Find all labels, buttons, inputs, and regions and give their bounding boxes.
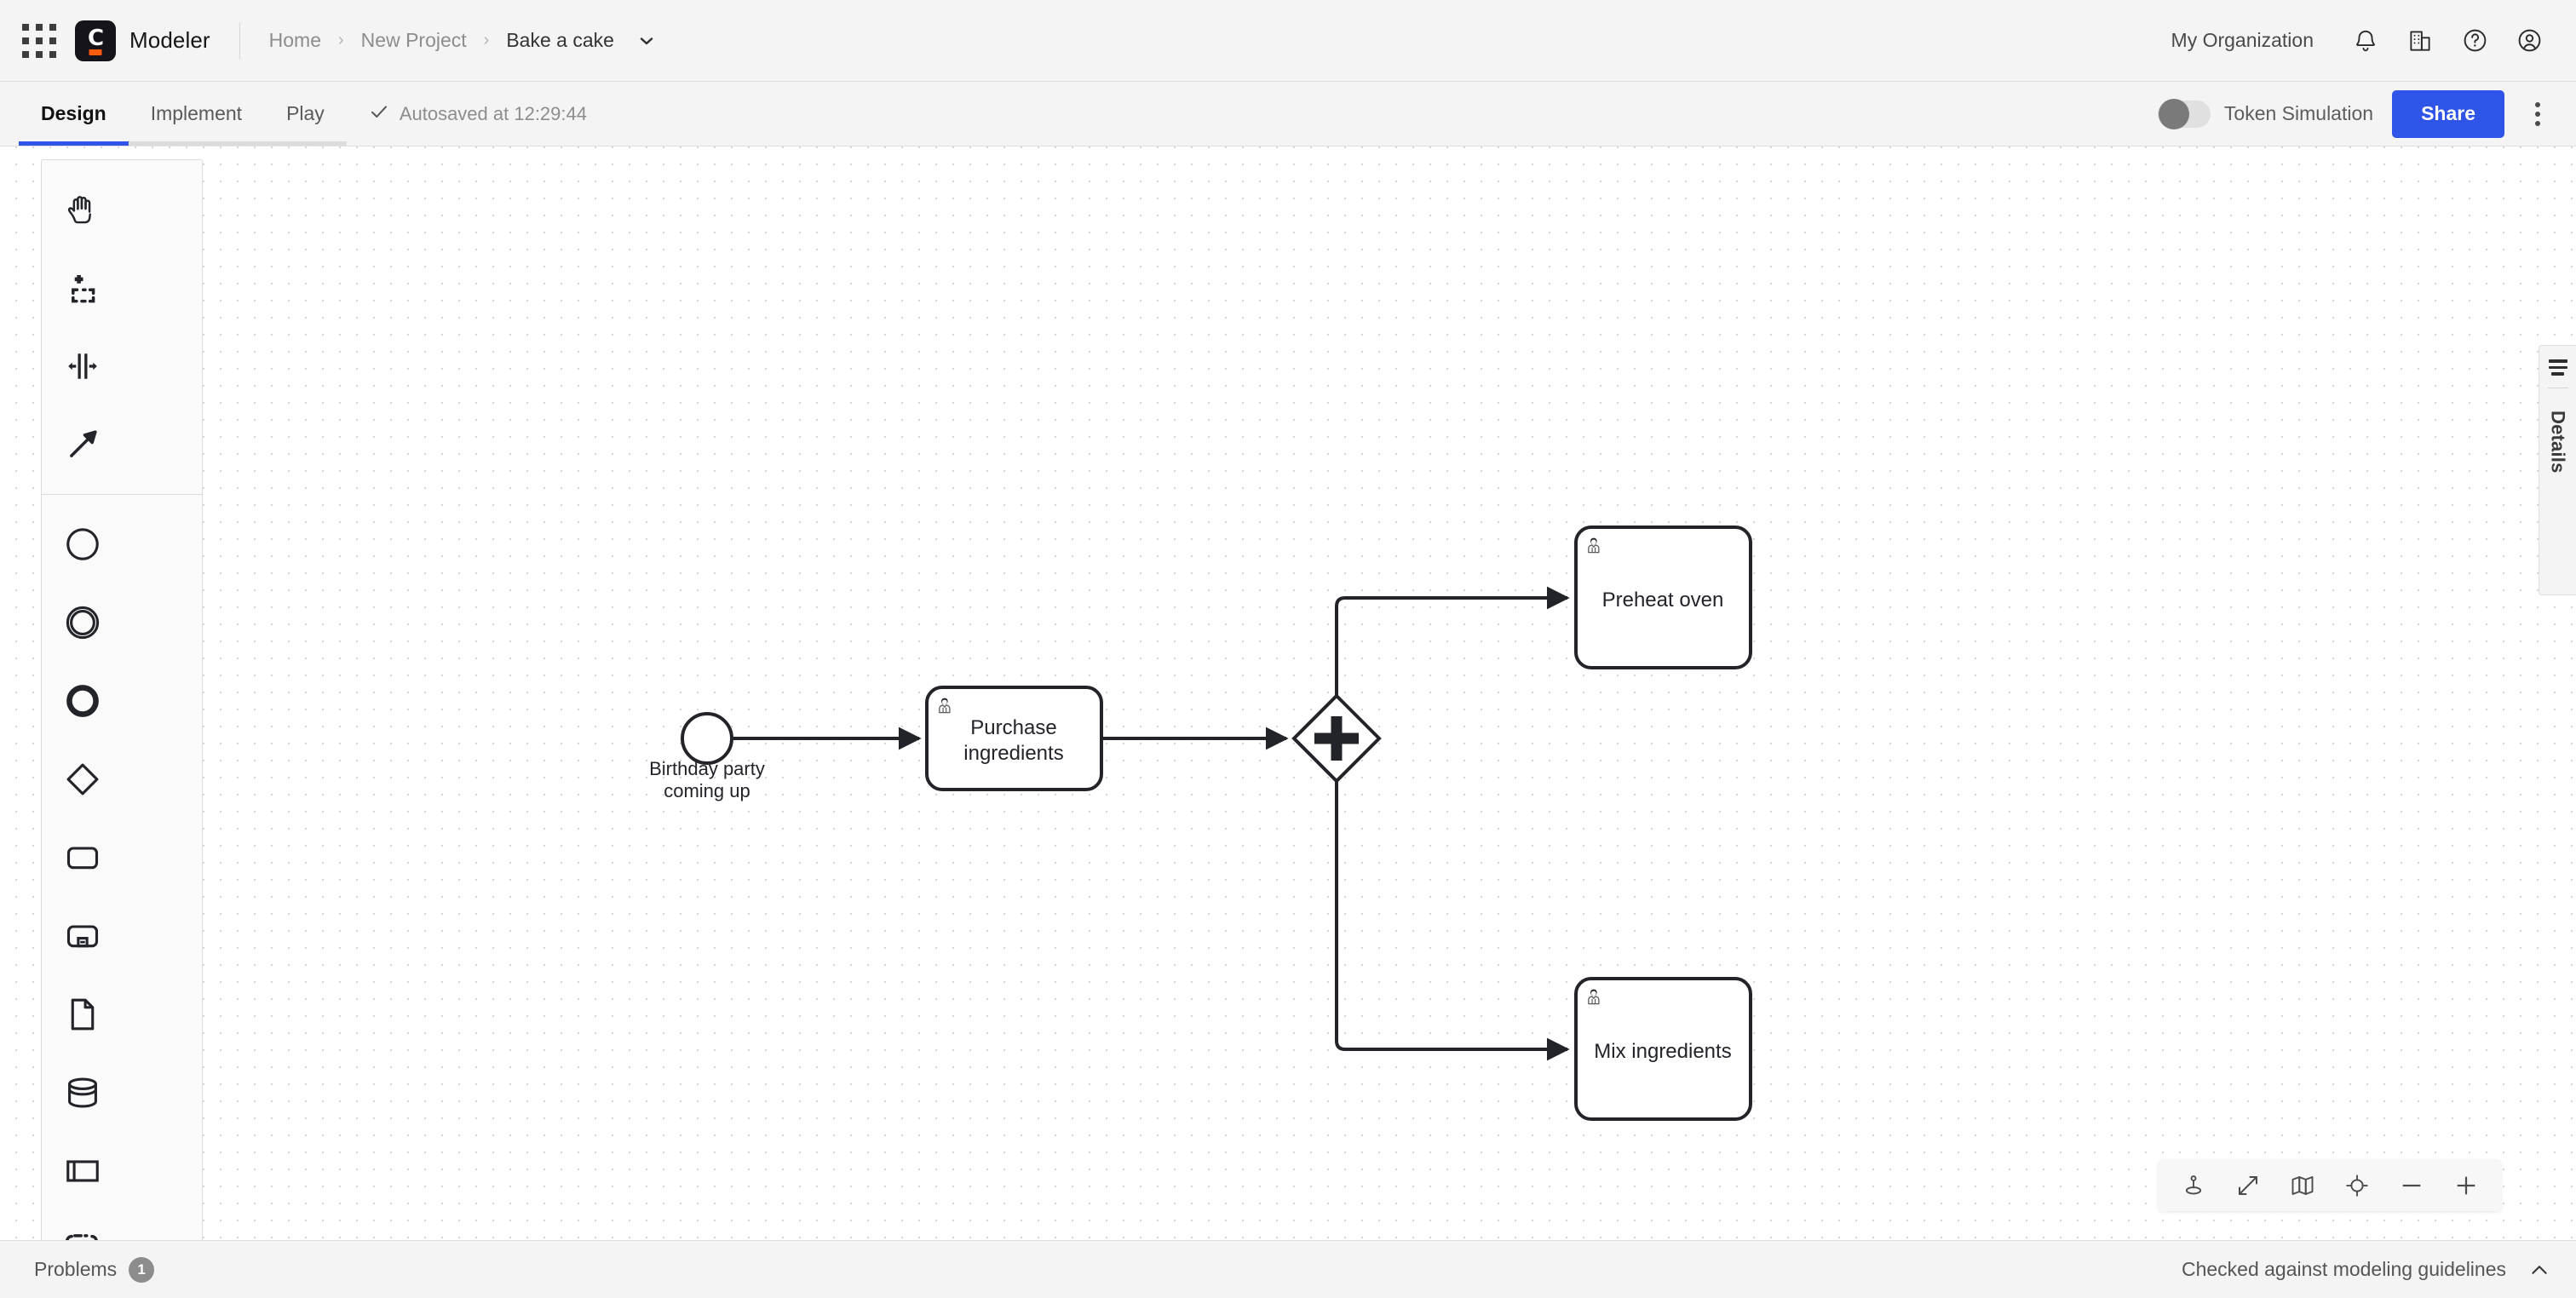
chevron-down-icon[interactable] [638,32,655,49]
bpmn-start-event[interactable]: Birthday party coming up [649,712,765,801]
task-icon[interactable] [42,818,123,897]
hand-tool-icon[interactable] [42,170,123,249]
camunda-logo-icon: C [75,20,116,61]
start-event-label-line1: Birthday party [649,758,765,779]
breadcrumb: Home › New Project › Bake a cake [269,29,655,52]
participant-icon[interactable] [42,1132,123,1210]
editor-tab-bar-actions: Token Simulation Share [2157,89,2552,138]
lasso-tool-icon[interactable] [42,249,123,327]
breadcrumb-item-diagram[interactable]: Bake a cake [506,29,614,51]
sequence-flow-gateway-to-preheat[interactable] [1335,586,1570,704]
check-icon [369,101,389,127]
task-purchase-label-line1: Purchase [970,716,1056,739]
problems-count-badge: 1 [129,1256,155,1283]
breadcrumb-separator: › [483,31,490,49]
logo-letter: C [87,25,104,51]
token-simulation-toggle[interactable] [2157,98,2211,129]
diagram-canvas[interactable]: Birthday party coming up Purchase ingred… [0,146,2576,1240]
subprocess-icon[interactable] [42,897,123,975]
reset-zoom-icon[interactable] [2334,1165,2380,1206]
details-panel-toggle[interactable]: Details [2539,345,2576,595]
tab-implement[interactable]: Implement [128,82,265,146]
tab-active-indicator [19,141,129,146]
user-task-icon [939,698,951,714]
chevron-up-icon[interactable] [2528,1259,2550,1281]
start-event-label-line2: coming up [664,780,750,801]
panel-toggle-icon [2548,359,2567,376]
editor-tabs: Design Implement Play [0,82,347,146]
guidelines-status-text: Checked against modeling guidelines [2181,1258,2506,1280]
brand[interactable]: C Modeler [75,20,210,61]
user-task-icon [1588,989,1600,1005]
bpmn-parallel-gateway[interactable] [1291,693,1382,784]
space-tool-icon[interactable] [42,327,123,405]
intermediate-event-icon[interactable] [42,583,123,662]
palette-group-elements [42,505,202,1240]
zoom-out-icon[interactable] [2389,1165,2435,1206]
problems-button[interactable]: Problems 1 [34,1256,155,1283]
problems-label: Problems [34,1258,118,1280]
bpmn-user-task-purchase-ingredients[interactable]: Purchase ingredients [925,686,1103,791]
notifications-bell-icon[interactable] [2343,18,2389,64]
tab-play[interactable]: Play [264,82,347,146]
tab-play-label: Play [286,102,325,124]
user-task-icon [1588,537,1600,554]
editor-tab-bar: Design Implement Play Autosaved at 12:29… [0,82,2576,146]
end-event-icon[interactable] [42,662,123,740]
tab-design[interactable]: Design [19,82,129,146]
toggle-knob [2158,98,2189,129]
tab-inactive-indicator [264,141,347,146]
task-purchase-label-line2: ingredients [963,742,1063,765]
organization-name[interactable]: My Organization [2171,29,2314,51]
brand-name: Modeler [129,27,210,53]
top-bar-actions: My Organization [2171,18,2552,64]
tab-inactive-indicator [128,141,265,146]
minimap-icon[interactable] [2280,1165,2326,1206]
bpmn-diagram[interactable]: Birthday party coming up Purchase ingred… [0,146,2576,1240]
help-question-icon[interactable] [2452,18,2498,64]
tab-implement-label: Implement [150,102,243,124]
logo-accent-bar [89,49,102,55]
breadcrumb-item-project[interactable]: New Project [360,29,467,51]
group-icon[interactable] [42,1210,123,1240]
organization-building-icon[interactable] [2397,18,2443,64]
share-button[interactable]: Share [2392,89,2504,138]
start-event-icon[interactable] [42,505,123,583]
data-object-icon[interactable] [42,975,123,1054]
status-bar: Problems 1 Checked against modeling guid… [0,1240,2576,1298]
bpmn-user-task-mix-ingredients[interactable]: Mix ingredients [1574,977,1752,1121]
header-divider [239,21,240,60]
user-account-icon[interactable] [2506,18,2552,64]
sequence-flow-gateway-to-mix[interactable] [1335,773,1570,1061]
token-simulation-label: Token Simulation [2223,102,2374,124]
status-bar-right: Checked against modeling guidelines [2182,1258,2550,1281]
gateway-icon[interactable] [42,740,123,818]
autosave-status: Autosaved at 12:29:44 [369,101,587,127]
tab-design-label: Design [41,102,106,124]
top-navigation-bar: C Modeler Home › New Project › Bake a ca… [0,0,2576,82]
kebab-menu-icon[interactable] [2523,94,2552,135]
autosave-text: Autosaved at 12:29:44 [399,102,587,124]
bpmn-user-task-preheat-oven[interactable]: Preheat oven [1574,526,1752,669]
breadcrumb-item-home[interactable]: Home [268,29,321,51]
details-panel-label: Details [2547,410,2569,474]
data-store-icon[interactable] [42,1054,123,1132]
palette-group-tools [42,170,202,495]
canvas-dot-grid [0,146,2576,1240]
task-preheat-label: Preheat oven [1602,589,1724,612]
breadcrumb-separator: › [338,31,344,49]
bpmn-palette [41,159,203,1240]
token-drop-icon[interactable] [2171,1165,2217,1206]
task-mix-label: Mix ingredients [1594,1040,1731,1063]
canvas-zoom-toolbar [2159,1160,2501,1211]
expand-fit-icon[interactable] [2225,1165,2271,1206]
zoom-in-icon[interactable] [2443,1165,2489,1206]
grid-apps-icon[interactable] [15,17,63,65]
connect-tool-icon[interactable] [42,405,123,484]
